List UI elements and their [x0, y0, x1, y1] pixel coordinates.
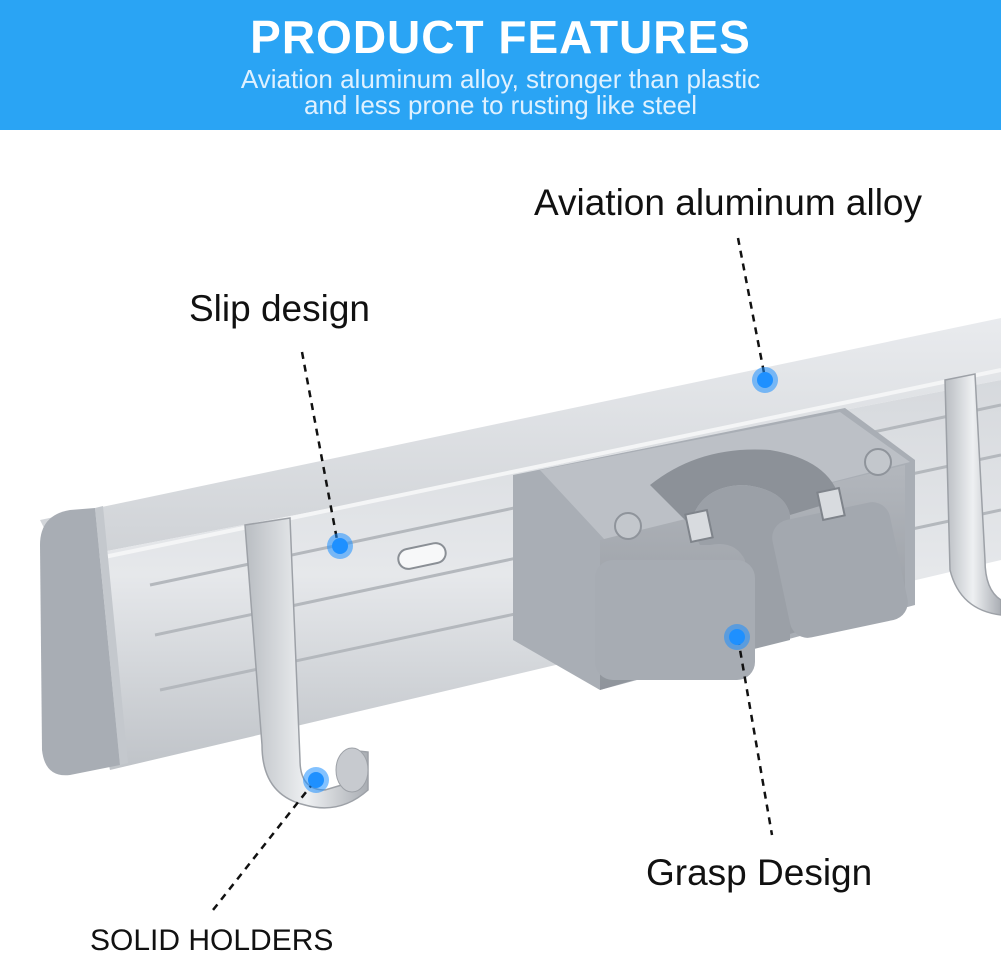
- callout-grasp-design: Grasp Design: [646, 852, 873, 893]
- solid-leader-line: [212, 781, 315, 911]
- banner-subtitle-line-1: Aviation aluminum alloy, stronger than p…: [240, 64, 761, 94]
- rail-end-cap: [40, 506, 128, 776]
- callout-slip-design: Slip design: [189, 288, 371, 329]
- feature-markers: [303, 367, 778, 793]
- callout-leader-lines: [212, 237, 774, 911]
- right-hook: [944, 373, 1001, 616]
- callout-aviation-alloy: Aviation aluminum alloy: [534, 182, 923, 223]
- alloy-leader-line: [736, 237, 767, 379]
- grasp-marker-dot: [729, 629, 745, 645]
- callout-solid-holders: SOLID HOLDERS: [90, 924, 334, 957]
- grasp-clip: [513, 408, 915, 690]
- mounting-slot: [397, 542, 447, 570]
- grasp-leader-line: [736, 637, 774, 836]
- solid-marker-dot: [308, 772, 324, 788]
- banner-title: PRODUCT FEATURES: [250, 11, 751, 63]
- slip-leader-line: [300, 351, 340, 546]
- product-illustration: [40, 237, 1001, 911]
- slip-marker-dot: [332, 538, 348, 554]
- banner-subtitle-line-2: and less prone to rusting like steel: [303, 90, 698, 120]
- feature-banner: PRODUCT FEATURES Aviation aluminum alloy…: [0, 0, 1001, 130]
- alloy-marker-dot: [757, 372, 773, 388]
